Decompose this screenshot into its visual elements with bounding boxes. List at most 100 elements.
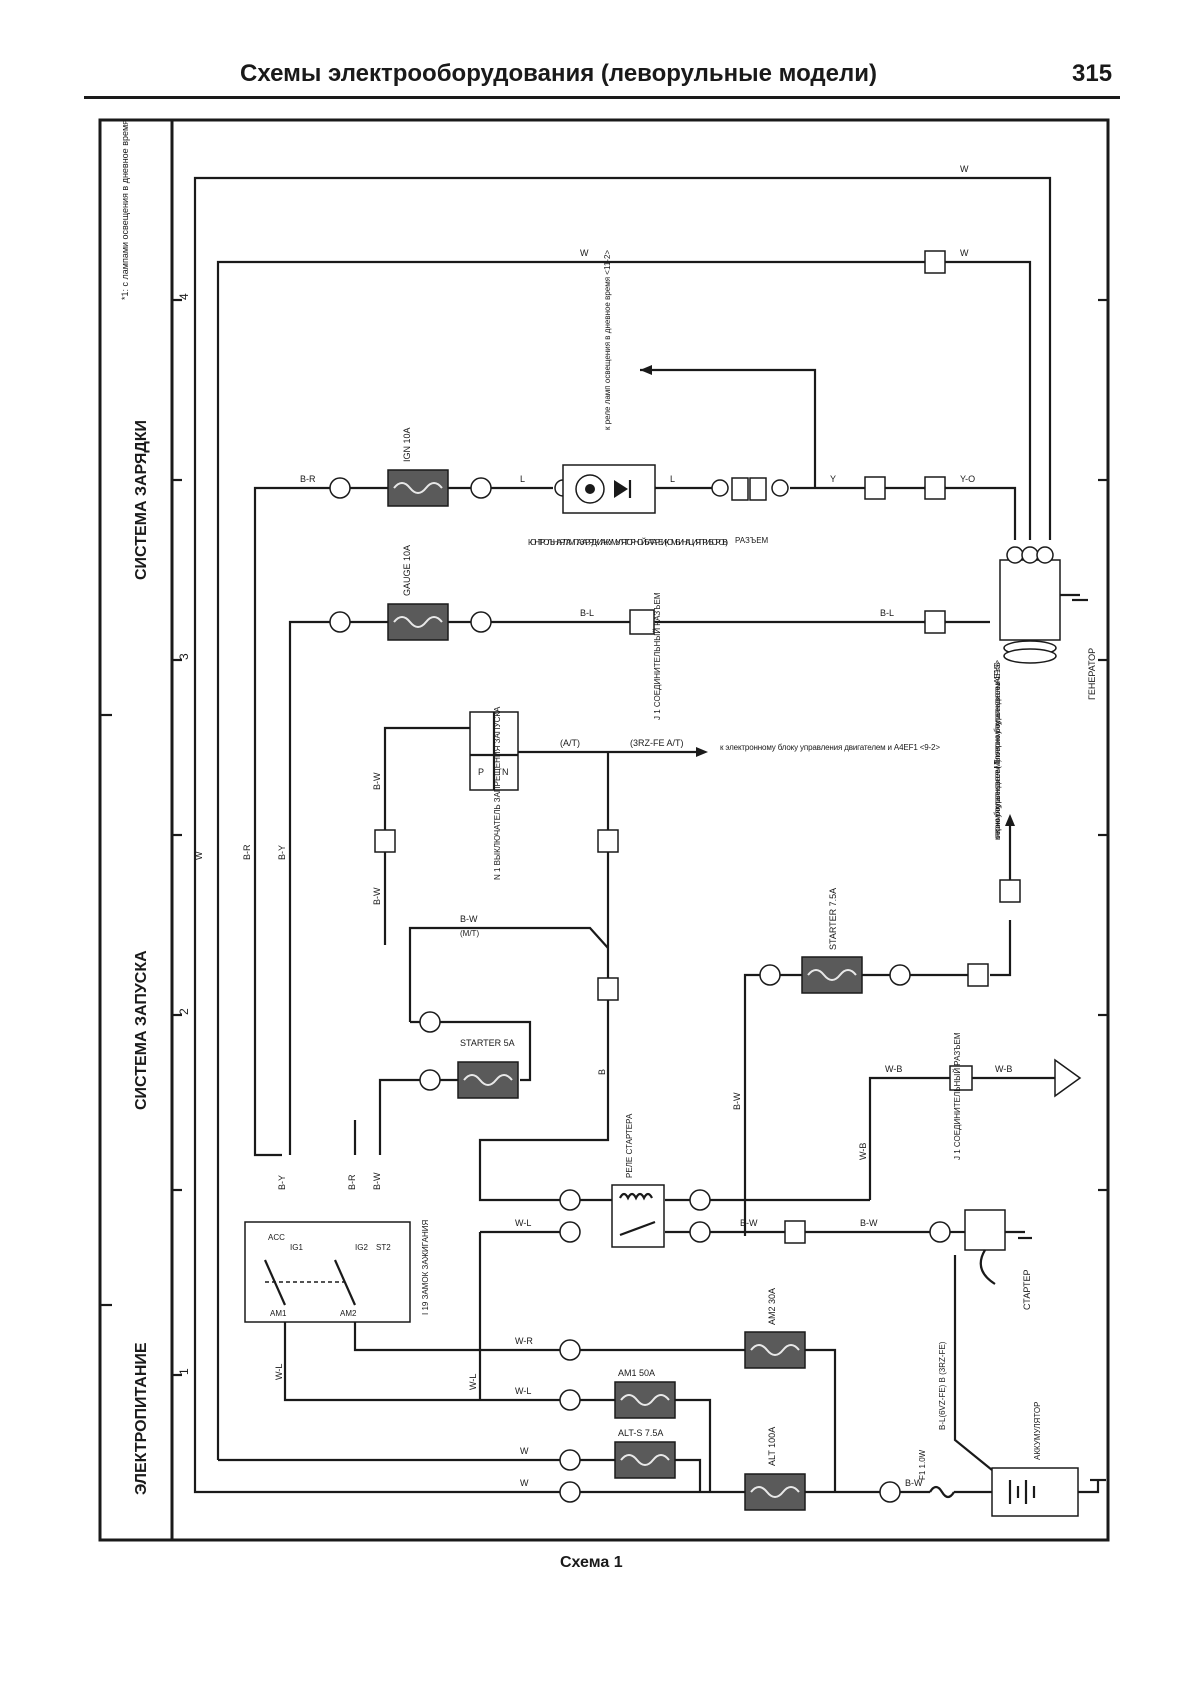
grid-number-4: 4 [177, 293, 191, 300]
fuse-ign-label: IGN 10A [402, 427, 412, 462]
section-label-power: ЭЛЕКТРОПИТАНИЕ [133, 1342, 150, 1495]
battery [991, 1467, 1079, 1517]
ecu-arrow-label: к электронному блоку управления двигател… [720, 743, 940, 752]
wire-bw-switch: B-W [372, 1172, 382, 1190]
wire-br: B-R [300, 474, 316, 484]
grid-ticks [172, 298, 1108, 1377]
wire-bw-relay: B-W [740, 1218, 758, 1228]
fusible-link-label: F1 1.0W [918, 1449, 927, 1480]
wire-wl-vert: W-L [468, 1374, 478, 1390]
page-number: 315 [1072, 60, 1113, 87]
grid-number-2: 2 [177, 1008, 191, 1015]
wire-w-top: W [960, 164, 969, 174]
section-label-charging: СИСТЕМА ЗАРЯДКИ [133, 420, 150, 580]
drl-relay-label: к реле ламп освещения в дневное время <1… [603, 250, 612, 430]
wire-wr: W-R [515, 1336, 533, 1346]
wire-wb-3: W-B [858, 1143, 868, 1160]
wire-y: Y [830, 474, 836, 484]
wire-b-at: (A/T) [560, 738, 580, 748]
starter-relay-label: РЕЛЕ СТАРТЕРА [625, 1113, 634, 1178]
diagram-frame [98, 118, 1110, 1542]
switch-ig1: IG1 [290, 1243, 303, 1252]
j1-lower-label: J 1 СОЕДИНИТЕЛЬНЫЙ РАЗЪЕМ [953, 1032, 962, 1160]
wire-wb-1: W-B [885, 1064, 902, 1074]
fuse-am1: AM1 50A [614, 1368, 676, 1419]
starter-relay [611, 1184, 665, 1248]
wire-w-alt: W [520, 1478, 529, 1488]
section-label-starting: СИСТЕМА ЗАПУСКА [133, 950, 150, 1110]
fuse-ign: IGN 10A [387, 427, 449, 507]
wire-1: L [520, 474, 525, 484]
wire-bw-at-2: B-W [372, 887, 382, 905]
fuse-am1-label: AM1 50A [618, 1368, 655, 1378]
generator-ecu-label: к электронному блоку управления двигател… [993, 660, 1002, 840]
inline-connectors [374, 250, 1021, 1244]
wire-bl-2: B-L [880, 608, 894, 618]
n1-switch-label: N 1 ВЫКЛЮЧАТЕЛЬ ЗАПРЕЩЕНИЯ ЗАПУСКА [493, 706, 502, 880]
j1-connector-label: J 1 СОЕДИНИТЕЛЬНЫЙ РАЗЪЕМ [653, 592, 662, 720]
fuse-gauge-label: GAUGE 10A [402, 545, 412, 596]
fuse-alt-label: ALT 100A [767, 1427, 777, 1466]
grid-number-1: 1 [177, 1368, 191, 1375]
footnote: *1: с лампами освещения в дневное время [120, 120, 130, 300]
switch-st2: ST2 [376, 1243, 391, 1252]
grid-number-3: 3 [177, 653, 191, 660]
razem-label: РАЗЪЕМ [735, 536, 769, 545]
wire-code-labels: W W W B-R L L Y Y-O B-L B-L (A/T) (3RZ-F… [194, 164, 1012, 1488]
wire-b-vertical: B [597, 1069, 607, 1075]
switch-acc: ACC [268, 1233, 285, 1242]
switch-p: P [478, 767, 484, 777]
switch-am1: AM1 [270, 1309, 287, 1318]
engine-variant-label: B-L(6VZ-FE) B (3RZ-FE) [938, 1341, 947, 1430]
fuse-starter75-label: STARTER 7.5A [828, 888, 838, 950]
wire-bw-starter: B-W [860, 1218, 878, 1228]
wire-wb-2: W-B [995, 1064, 1012, 1074]
wire-bw-batt: B-W [905, 1478, 923, 1488]
header-rule [84, 96, 1120, 99]
wire-br-left: B-R [242, 844, 252, 860]
ignition-switch-label: I 19 ЗАМОК ЗАЖИГАНИЯ [421, 1220, 430, 1315]
charge-warning-lamp [562, 464, 656, 514]
fuse-starter-7-5a: STARTER 7.5A [801, 888, 863, 994]
figure-caption: Схема 1 [560, 1554, 623, 1571]
wire-w-2: W [580, 248, 589, 258]
fuse-alt: ALT 100A [744, 1427, 806, 1511]
connector-razem [731, 477, 767, 501]
fuse-gauge: GAUGE 10A [387, 545, 449, 641]
generator-label: ГЕНЕРАТОР [1087, 648, 1097, 700]
page-header-title: Схемы электрооборудования (леворульные м… [240, 60, 877, 87]
fuse-am2: AM2 30A [744, 1288, 806, 1369]
wire-by-switch: B-Y [277, 1175, 287, 1190]
wire-by-left: B-Y [277, 845, 287, 860]
wire-wl-relay: W-L [515, 1218, 531, 1228]
switch-n: N [502, 767, 509, 777]
fuse-starter-5a: STARTER 5A [457, 1038, 519, 1099]
neutral-start-switch: P N [469, 711, 519, 791]
wire-bw-mt: B-W [460, 914, 478, 924]
battery-label: АККУМУЛЯТОР [1033, 1402, 1042, 1460]
wire-mt: (M/T) [460, 929, 479, 938]
charge-lamp-label: КОНТРОЛЬНАЯ ЛАМПА ЗАРЯДКИ АККУМУЛЯТОРНОЙ… [528, 538, 728, 547]
wire-bl-1: B-L [580, 608, 594, 618]
wire-w-alts: W [520, 1446, 529, 1456]
wire-yo: Y-O [960, 474, 975, 484]
wire-l: L [670, 474, 675, 484]
fuse-am2-label: AM2 30A [767, 1288, 777, 1325]
wire-rz: (3RZ-FE A/T) [630, 738, 684, 748]
fuse-alt-s: ALT-S 7.5A [614, 1428, 676, 1479]
starter-label: СТАРТЕР [1022, 1269, 1032, 1310]
wire-wl-am1: W-L [515, 1386, 531, 1396]
wire-w-left: W [194, 851, 204, 860]
wire-w-3: W [960, 248, 969, 258]
starter-motor [964, 1209, 1032, 1285]
ignition-switch: ACC IG1 IG2 ST2 AM1 AM2 [244, 1221, 411, 1323]
wire-bw-at: B-W [372, 772, 382, 790]
ground-connector-triangle [1054, 1058, 1082, 1098]
wires [193, 176, 1106, 1499]
switch-ig2: IG2 [355, 1243, 368, 1252]
wire-bw-vertical: B-W [732, 1092, 742, 1110]
fuse-alts-label: ALT-S 7.5A [618, 1428, 663, 1438]
wire-wl-left: W-L [274, 1364, 284, 1380]
wire-br-switch: B-R [347, 1174, 357, 1190]
